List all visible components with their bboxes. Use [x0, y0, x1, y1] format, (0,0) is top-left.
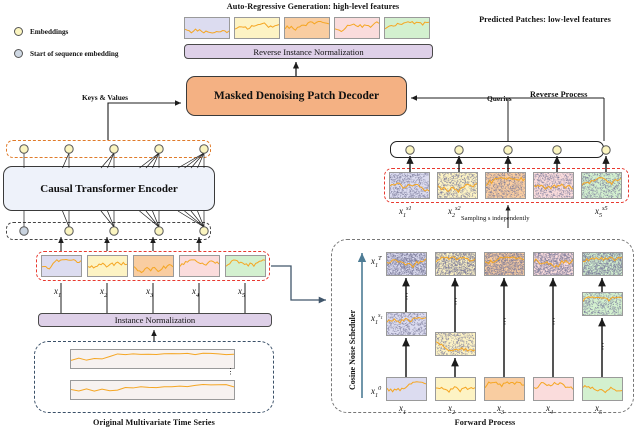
legend-item-start-of-sequence: Start of sequence embedding — [14, 49, 118, 58]
vertical-ellipsis: ⋮ — [599, 342, 607, 351]
time-series-patch[interactable] — [334, 17, 380, 39]
bottom-right-caption: Forward Process — [454, 418, 516, 427]
time-series-patch[interactable] — [582, 292, 623, 316]
forward-patch[interactable] — [386, 377, 427, 401]
legend-label: Embeddings — [30, 27, 69, 36]
top-right-caption: Predicted Patches: low-level features — [479, 15, 611, 24]
patch-label-x3: x3 — [146, 286, 154, 299]
forward-column-label-x4: x4 — [546, 403, 554, 416]
reverse-process-caption: Reverse Process — [530, 90, 588, 99]
time-series-patch[interactable] — [70, 349, 235, 369]
forward-process-box — [331, 239, 634, 413]
time-series-patch[interactable] — [533, 252, 574, 276]
instance-normalization-block[interactable]: Instance Normalization — [38, 313, 272, 327]
time-series-patch[interactable] — [384, 17, 430, 39]
vertical-ellipsis: ⋮ — [403, 292, 411, 301]
noisy-patch-label-x2: x2s2 — [448, 205, 461, 219]
forward-patch[interactable] — [386, 252, 427, 276]
input-patches-group — [36, 251, 270, 281]
patch-label-x2: x2 — [100, 286, 108, 299]
forward-column-label-x3: x3 — [497, 403, 505, 416]
forward-axis-label-1: x1s1 — [371, 312, 383, 326]
time-series-patch[interactable] — [435, 377, 476, 401]
patch-label-x4: x4 — [192, 286, 200, 299]
bottom-left-caption: Original Multivariate Time Series — [93, 418, 215, 427]
time-series-patch[interactable] — [484, 377, 525, 401]
reverse-instance-normalization-block[interactable]: Reverse Instance Normalization — [184, 44, 433, 59]
vertical-ellipsis: ⋮ — [452, 297, 460, 306]
noisy-patch-label-x5: x5s5 — [595, 205, 608, 219]
time-series-patch[interactable] — [484, 252, 525, 276]
forward-patch[interactable] — [582, 252, 623, 276]
forward-column-label-x1: x1 — [399, 403, 407, 416]
time-series-patch[interactable] — [581, 172, 622, 199]
time-series-patch[interactable] — [533, 377, 574, 401]
time-series-patch[interactable] — [225, 255, 266, 277]
patch-label-x1: x1 — [54, 286, 62, 299]
noisy-patch-label-x1: x1s1 — [399, 205, 412, 219]
legend-item-embeddings: Embeddings — [14, 27, 118, 36]
forward-patch[interactable] — [435, 377, 476, 401]
patch-label-x5: x5 — [238, 286, 246, 299]
vertical-ellipsis: ⋮ — [501, 317, 509, 326]
series-row — [70, 380, 235, 400]
forward-patch[interactable] — [533, 252, 574, 276]
time-series-patch[interactable] — [386, 252, 427, 276]
original-series-traces: ⋮ — [70, 349, 235, 400]
legend-label: Start of sequence embedding — [30, 49, 119, 58]
forward-patch[interactable] — [582, 292, 623, 316]
time-series-patch[interactable] — [386, 312, 427, 336]
input-patches-row — [41, 255, 266, 277]
forward-patch[interactable] — [484, 252, 525, 276]
time-series-patch[interactable] — [133, 255, 174, 277]
forward-column-label-x2: x2 — [448, 403, 456, 416]
time-series-patch[interactable] — [234, 17, 280, 39]
time-series-patch[interactable] — [284, 17, 330, 39]
forward-column-label-x5: x5 — [595, 403, 603, 416]
time-series-patch[interactable] — [435, 332, 476, 356]
circle-icon — [14, 27, 23, 36]
noisy-patches-row — [389, 172, 622, 199]
masked-denoising-patch-decoder-block[interactable]: Masked Denoising Patch Decoder — [186, 76, 407, 116]
time-series-patch[interactable] — [386, 377, 427, 401]
keys-and-values-label: Keys & Values — [82, 93, 128, 102]
sampling-label: Sampling s independently — [461, 215, 530, 222]
noisy-patches-group — [384, 168, 629, 203]
vertical-ellipsis: ⋮ — [550, 317, 558, 326]
generated-patches-row — [184, 17, 430, 39]
time-series-patch[interactable] — [184, 17, 230, 39]
forward-patch[interactable] — [533, 377, 574, 401]
forward-patch[interactable] — [435, 252, 476, 276]
circle-icon — [14, 49, 23, 58]
forward-patch[interactable] — [582, 377, 623, 401]
time-series-patch[interactable] — [582, 377, 623, 401]
time-series-patch[interactable] — [437, 172, 478, 199]
time-series-patch[interactable] — [485, 172, 526, 199]
time-series-patch[interactable] — [533, 172, 574, 199]
time-series-patch[interactable] — [70, 380, 235, 400]
forward-patch[interactable] — [386, 312, 427, 336]
vertical-ellipsis: ⋮ — [226, 367, 235, 376]
time-series-patch[interactable] — [389, 172, 430, 199]
time-series-patch[interactable] — [582, 252, 623, 276]
forward-axis-label-0: x1T — [371, 255, 382, 269]
forward-patch[interactable] — [484, 377, 525, 401]
time-series-patch[interactable] — [179, 255, 220, 277]
time-series-patch[interactable] — [41, 255, 82, 277]
time-series-patch[interactable] — [87, 255, 128, 277]
forward-patch[interactable] — [435, 332, 476, 356]
original-time-series-box — [34, 341, 274, 413]
series-row — [70, 349, 235, 369]
forward-axis-label-2: x10 — [371, 385, 382, 399]
top-left-caption: Auto-Regressive Generation: high-level f… — [226, 2, 400, 11]
time-series-patch[interactable] — [435, 252, 476, 276]
legend: Embeddings Start of sequence embedding — [14, 27, 118, 71]
causal-transformer-encoder-block[interactable]: Causal Transformer Encoder — [3, 166, 215, 211]
